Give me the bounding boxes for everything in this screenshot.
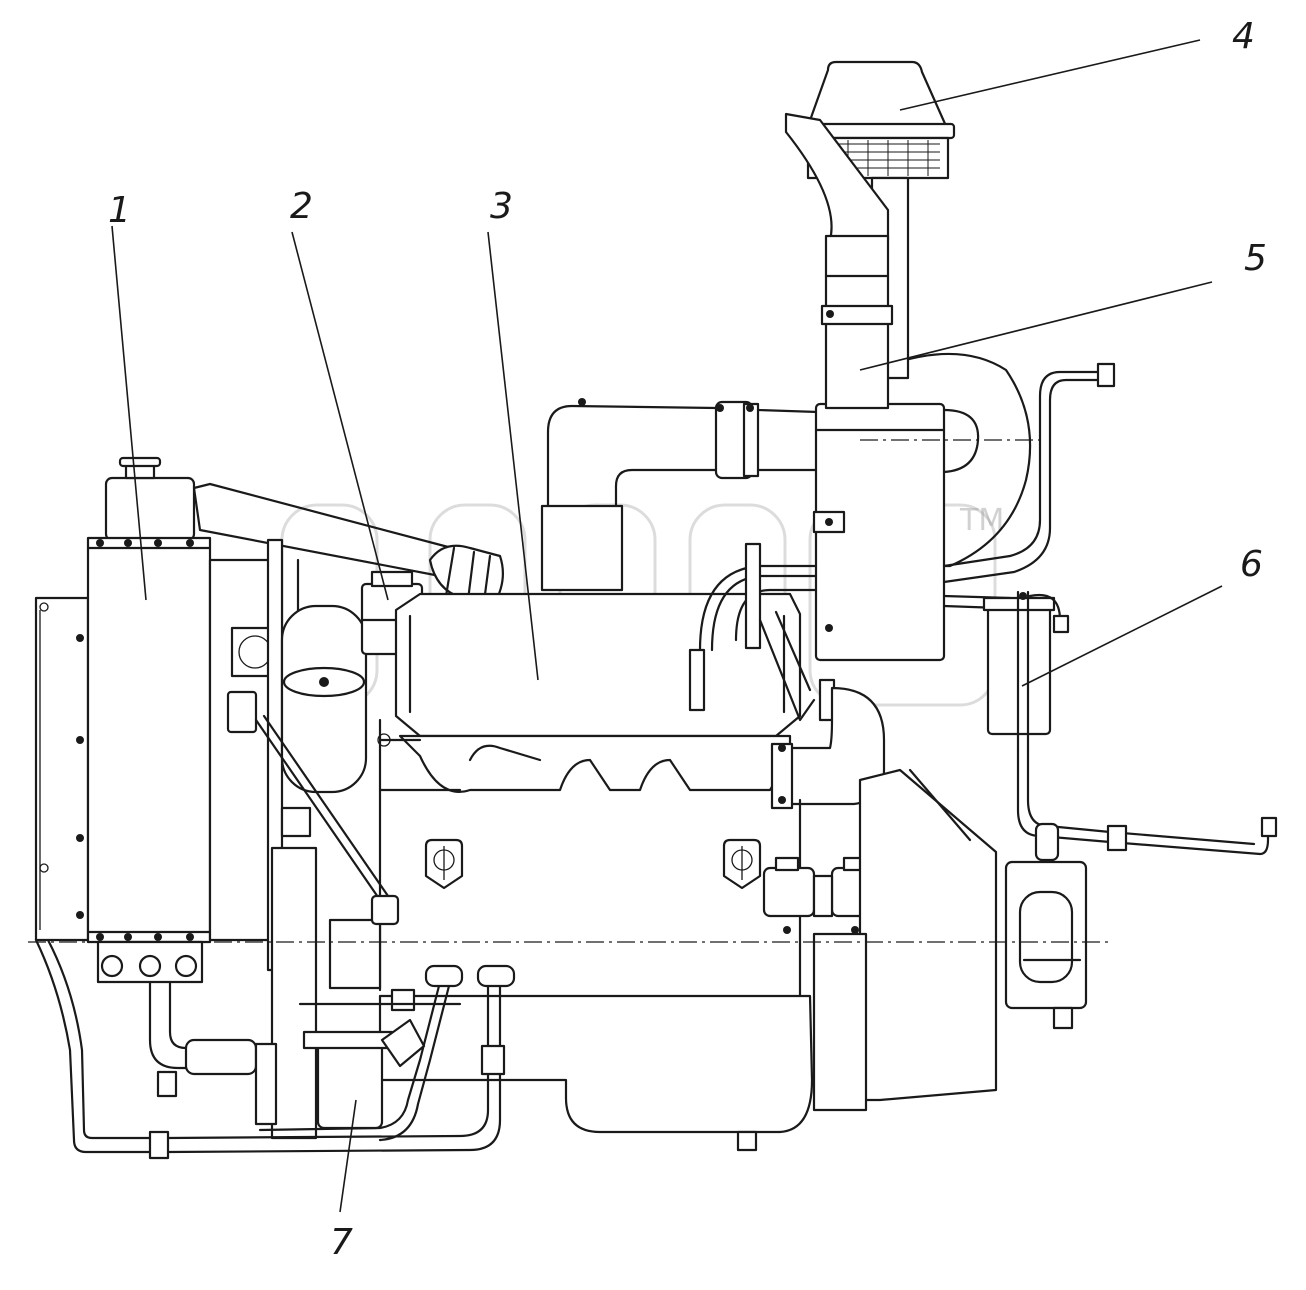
lower-piping [34, 938, 516, 1160]
air-intake-riser [784, 60, 956, 410]
return-line [1016, 748, 1278, 862]
callout-2: 2 [290, 186, 313, 227]
callout-5: 5 [1244, 238, 1267, 279]
injection-pump-lines [688, 542, 836, 722]
air-cleaner-housing [812, 352, 1032, 662]
air-compressor-cylinder [280, 604, 368, 794]
callout-7: 7 [330, 1222, 353, 1263]
callout-1: 1 [108, 190, 131, 231]
sensor-harness [226, 690, 400, 926]
leader-lines [111, 39, 1223, 1213]
callout-labels: 1 2 3 4 5 6 7 [108, 16, 1267, 1263]
exhaust-elbow [770, 686, 886, 810]
coolant-pump [254, 988, 462, 1130]
oil-pan [378, 994, 814, 1152]
engine-block [280, 718, 802, 1002]
fuel-filter [982, 590, 1070, 752]
callout-6: 6 [1240, 544, 1263, 585]
watermark-trademark: TM [959, 503, 1004, 538]
callout-3: 3 [490, 186, 513, 227]
intake-pipe [540, 398, 820, 592]
flywheel-housing [812, 768, 1088, 1112]
upper-coolant-hose [192, 482, 505, 606]
radiator [34, 456, 264, 1098]
engine-mounts [762, 856, 884, 934]
callout-4: 4 [1232, 16, 1255, 57]
fuel-lines [942, 362, 1116, 610]
